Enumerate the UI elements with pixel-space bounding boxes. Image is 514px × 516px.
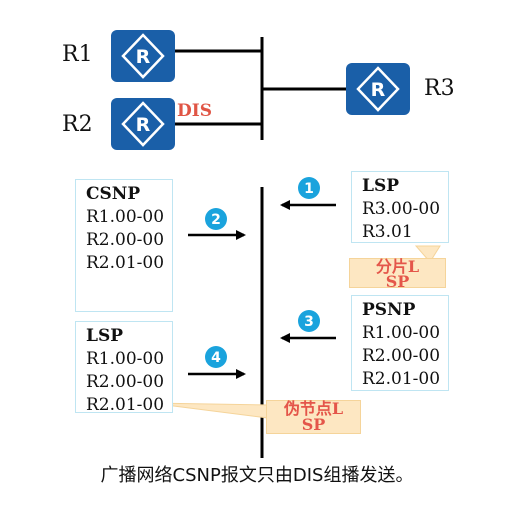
- psnp-entry: R2.00-00: [362, 346, 441, 366]
- step-badge-1: 1: [298, 177, 320, 199]
- router-icon: R: [121, 101, 165, 147]
- csnp-entry: R2.00-00: [86, 230, 165, 250]
- lsp-entry: R2.00-00: [86, 372, 165, 392]
- router-r1: R: [111, 30, 175, 82]
- router-icon: R: [356, 66, 400, 112]
- step-4-label: 4: [211, 350, 221, 366]
- router-r2-label: R2: [62, 112, 93, 137]
- lsp-entry: R1.00-00: [86, 349, 165, 369]
- step-3-label: 3: [304, 314, 314, 330]
- csnp-entry: R1.00-00: [86, 207, 165, 227]
- lsp-title: LSP: [86, 326, 124, 346]
- lsp-r3-entry: R3.01: [362, 222, 413, 242]
- router-r3-label: R3: [424, 76, 455, 101]
- fragment-callout-pointer: [414, 245, 441, 263]
- step-badge-2: 2: [205, 208, 227, 230]
- psnp-packet-box: PSNP R1.00-00 R2.00-00 R2.01-00: [351, 295, 449, 391]
- psnp-entry: R1.00-00: [362, 323, 441, 343]
- svg-text:R: R: [371, 79, 386, 101]
- lsp-packet-box: LSP R1.00-00 R2.00-00 R2.01-00: [75, 321, 173, 415]
- step-2-label: 2: [211, 212, 221, 228]
- lsp-entry: R2.01-00: [86, 395, 165, 415]
- diagram-caption: 广播网络CSNP报文只由DIS组播发送。: [100, 465, 414, 486]
- lsp-r3-entry: R3.00-00: [362, 199, 441, 219]
- svg-text:R: R: [136, 114, 151, 136]
- step-badge-3: 3: [298, 310, 320, 332]
- fragment-lsp-callout: 分片LSP: [349, 257, 446, 291]
- pseudonode-lsp-callout-text: 伪节点LSP: [283, 399, 344, 434]
- router-icon: R: [121, 33, 165, 79]
- router-r2: R: [111, 98, 175, 150]
- step-1-label: 1: [304, 181, 314, 197]
- svg-text:R: R: [136, 46, 151, 68]
- router-r3: R: [346, 63, 410, 115]
- lsp-r3-title: LSP: [362, 176, 400, 196]
- psnp-entry: R2.01-00: [362, 369, 441, 389]
- csnp-title: CSNP: [86, 184, 141, 204]
- csnp-entry: R2.01-00: [86, 253, 165, 273]
- lsp-r3-packet-box: LSP R3.00-00 R3.01: [351, 171, 449, 243]
- psnp-title: PSNP: [362, 300, 416, 320]
- dis-label: DIS: [177, 101, 212, 121]
- router-r1-label: R1: [62, 42, 93, 67]
- fragment-lsp-callout-text: 分片LSP: [375, 257, 420, 291]
- pseudonode-lsp-callout: 伪节点LSP: [266, 400, 361, 434]
- step-badge-4: 4: [205, 346, 227, 368]
- csnp-packet-box: CSNP R1.00-00 R2.00-00 R2.01-00: [75, 179, 173, 312]
